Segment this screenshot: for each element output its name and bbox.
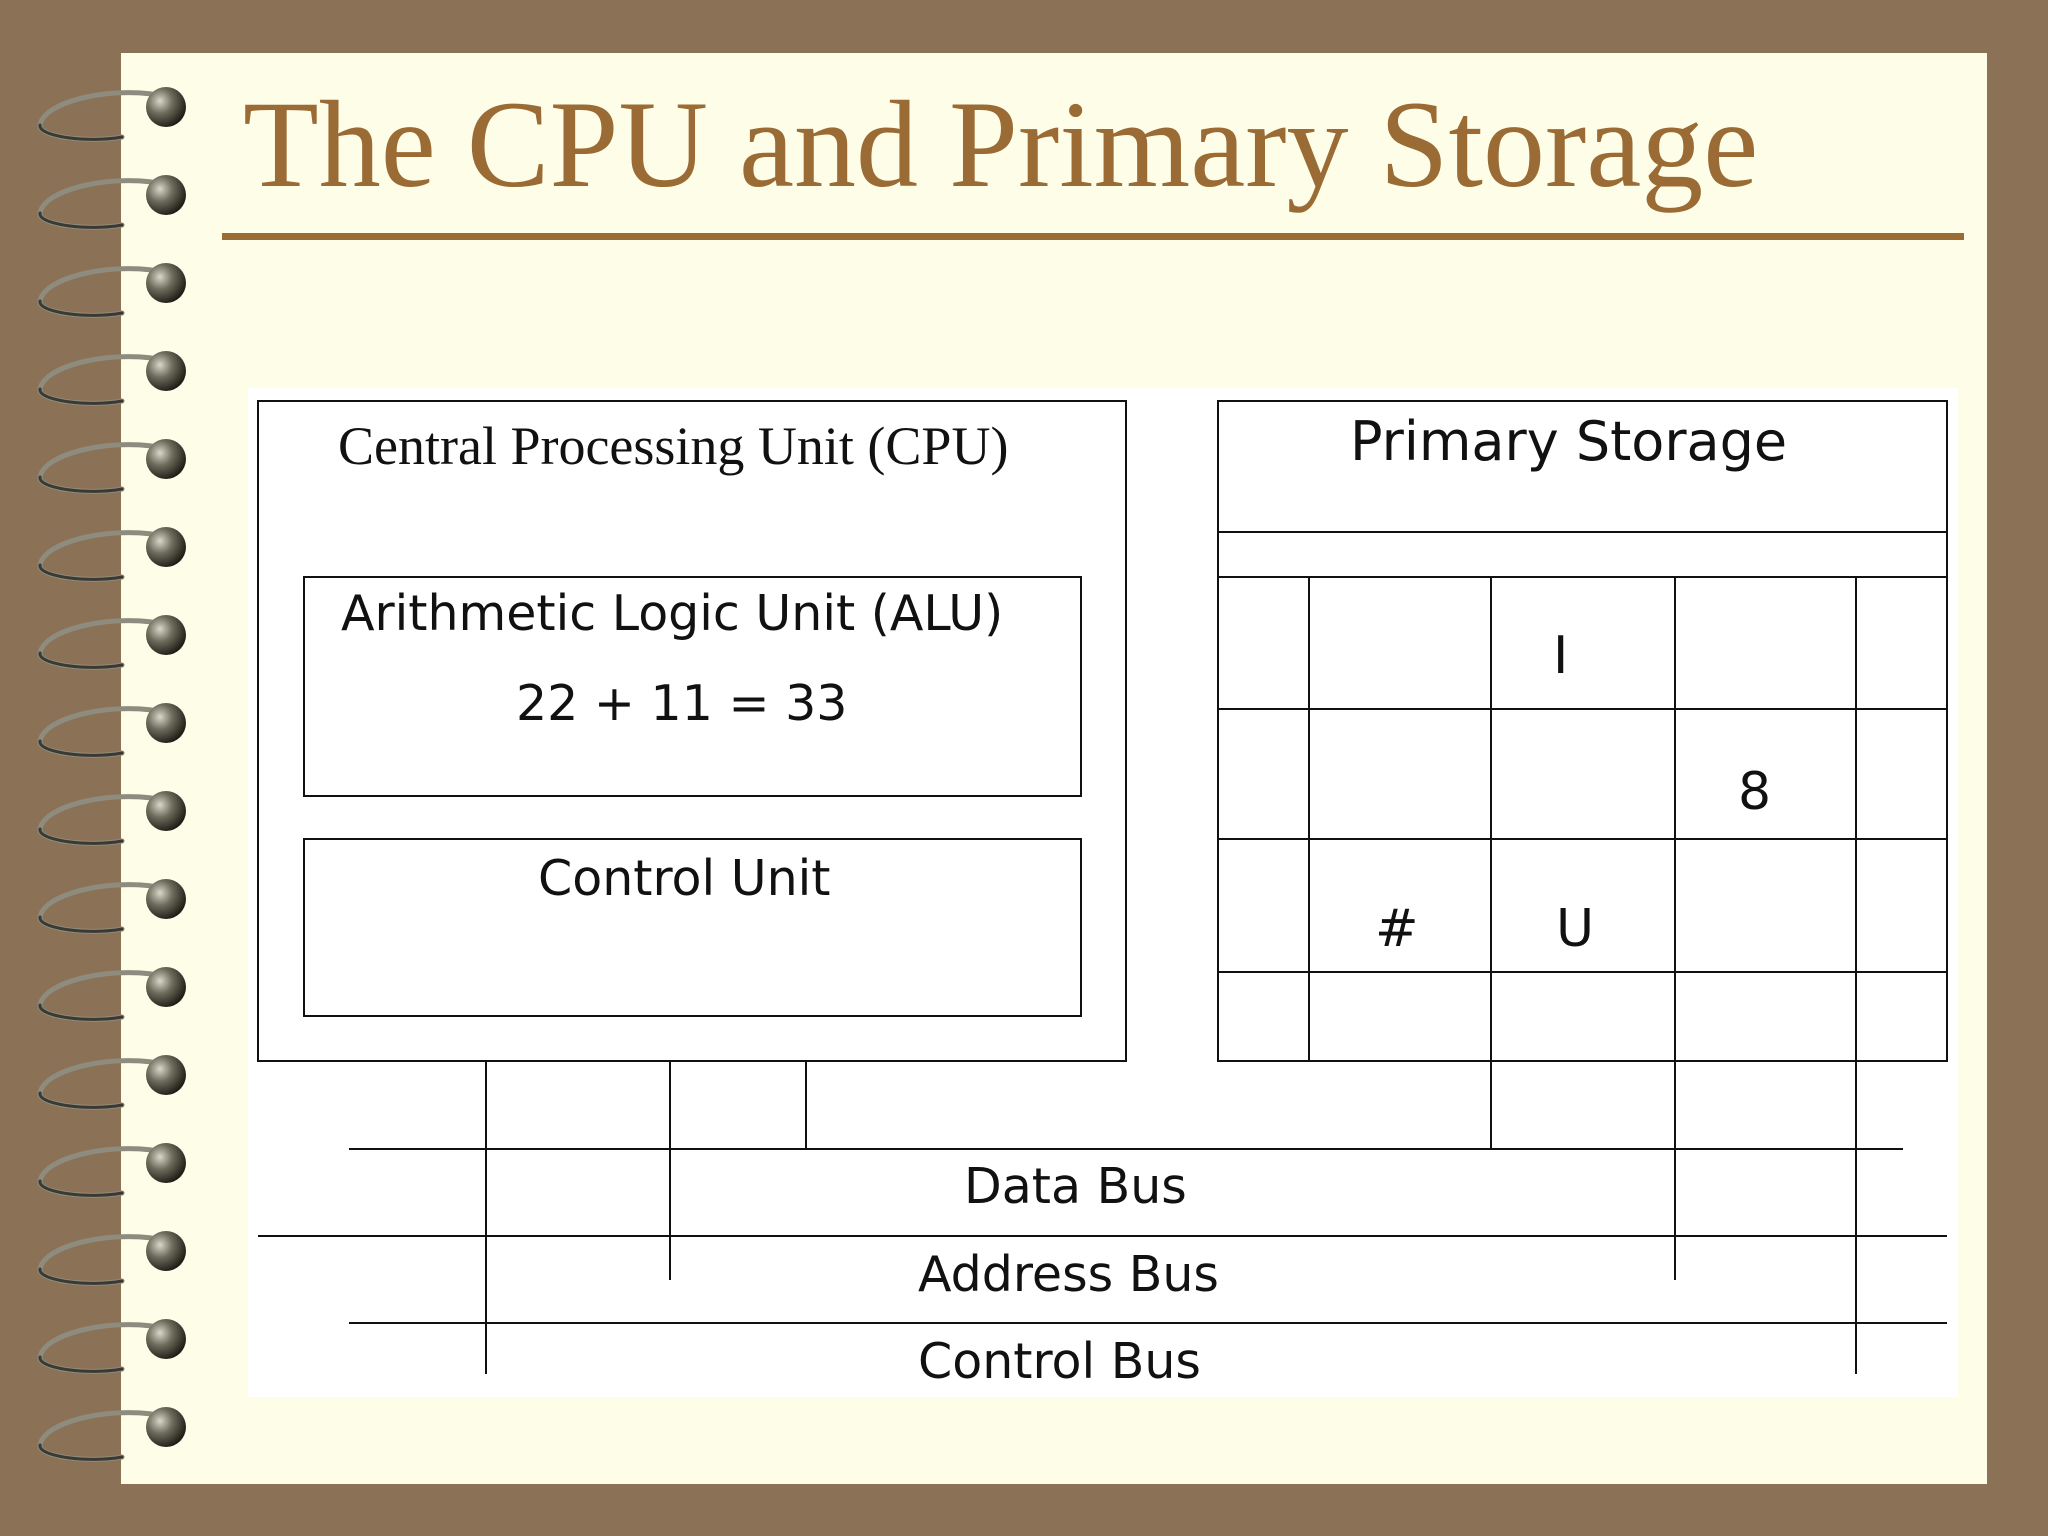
slide-title: The CPU and Primary Storage — [243, 76, 1759, 213]
spiral-ring — [37, 351, 186, 406]
spiral-ring — [37, 703, 186, 758]
primary-storage-title: Primary Storage — [1350, 410, 1788, 473]
spiral-ring — [37, 1231, 186, 1286]
spiral-ring — [37, 967, 186, 1022]
spiral-ring — [37, 1055, 186, 1110]
storage-cell-value: # — [1375, 899, 1419, 959]
spiral-ring — [37, 1407, 186, 1462]
spiral-ring — [37, 879, 186, 934]
spiral-ring — [37, 87, 186, 142]
storage-cell-value: 8 — [1738, 762, 1772, 822]
storage-cell-value: I — [1553, 626, 1569, 686]
control-unit-title: Control Unit — [538, 850, 831, 907]
address-bus-label: Address Bus — [918, 1246, 1219, 1303]
spiral-binding — [37, 87, 186, 1462]
control-unit-box — [303, 838, 1082, 1017]
alu-title: Arithmetic Logic Unit (ALU) — [341, 585, 1004, 642]
storage-cell-value: U — [1556, 899, 1595, 959]
spiral-ring — [37, 263, 186, 318]
cpu-title: Central Processing Unit (CPU) — [338, 416, 1009, 476]
cpu-storage-diagram: Central Processing Unit (CPU) Arithmetic… — [248, 388, 1958, 1397]
spiral-ring — [37, 615, 186, 670]
spiral-ring — [37, 439, 186, 494]
control-bus-label: Control Bus — [918, 1333, 1201, 1390]
alu-expression: 22 + 11 = 33 — [516, 675, 848, 732]
spiral-ring — [37, 791, 186, 846]
spiral-ring — [37, 175, 186, 230]
primary-storage-box — [1217, 400, 1948, 1062]
data-bus-label: Data Bus — [964, 1158, 1187, 1215]
spiral-ring — [37, 1319, 186, 1374]
spiral-ring — [37, 1143, 186, 1198]
title-divider — [222, 233, 1964, 240]
diagram-lines — [257, 400, 1948, 1374]
alu-box — [303, 576, 1082, 797]
cpu-box — [257, 400, 1127, 1062]
spiral-ring — [37, 527, 186, 582]
